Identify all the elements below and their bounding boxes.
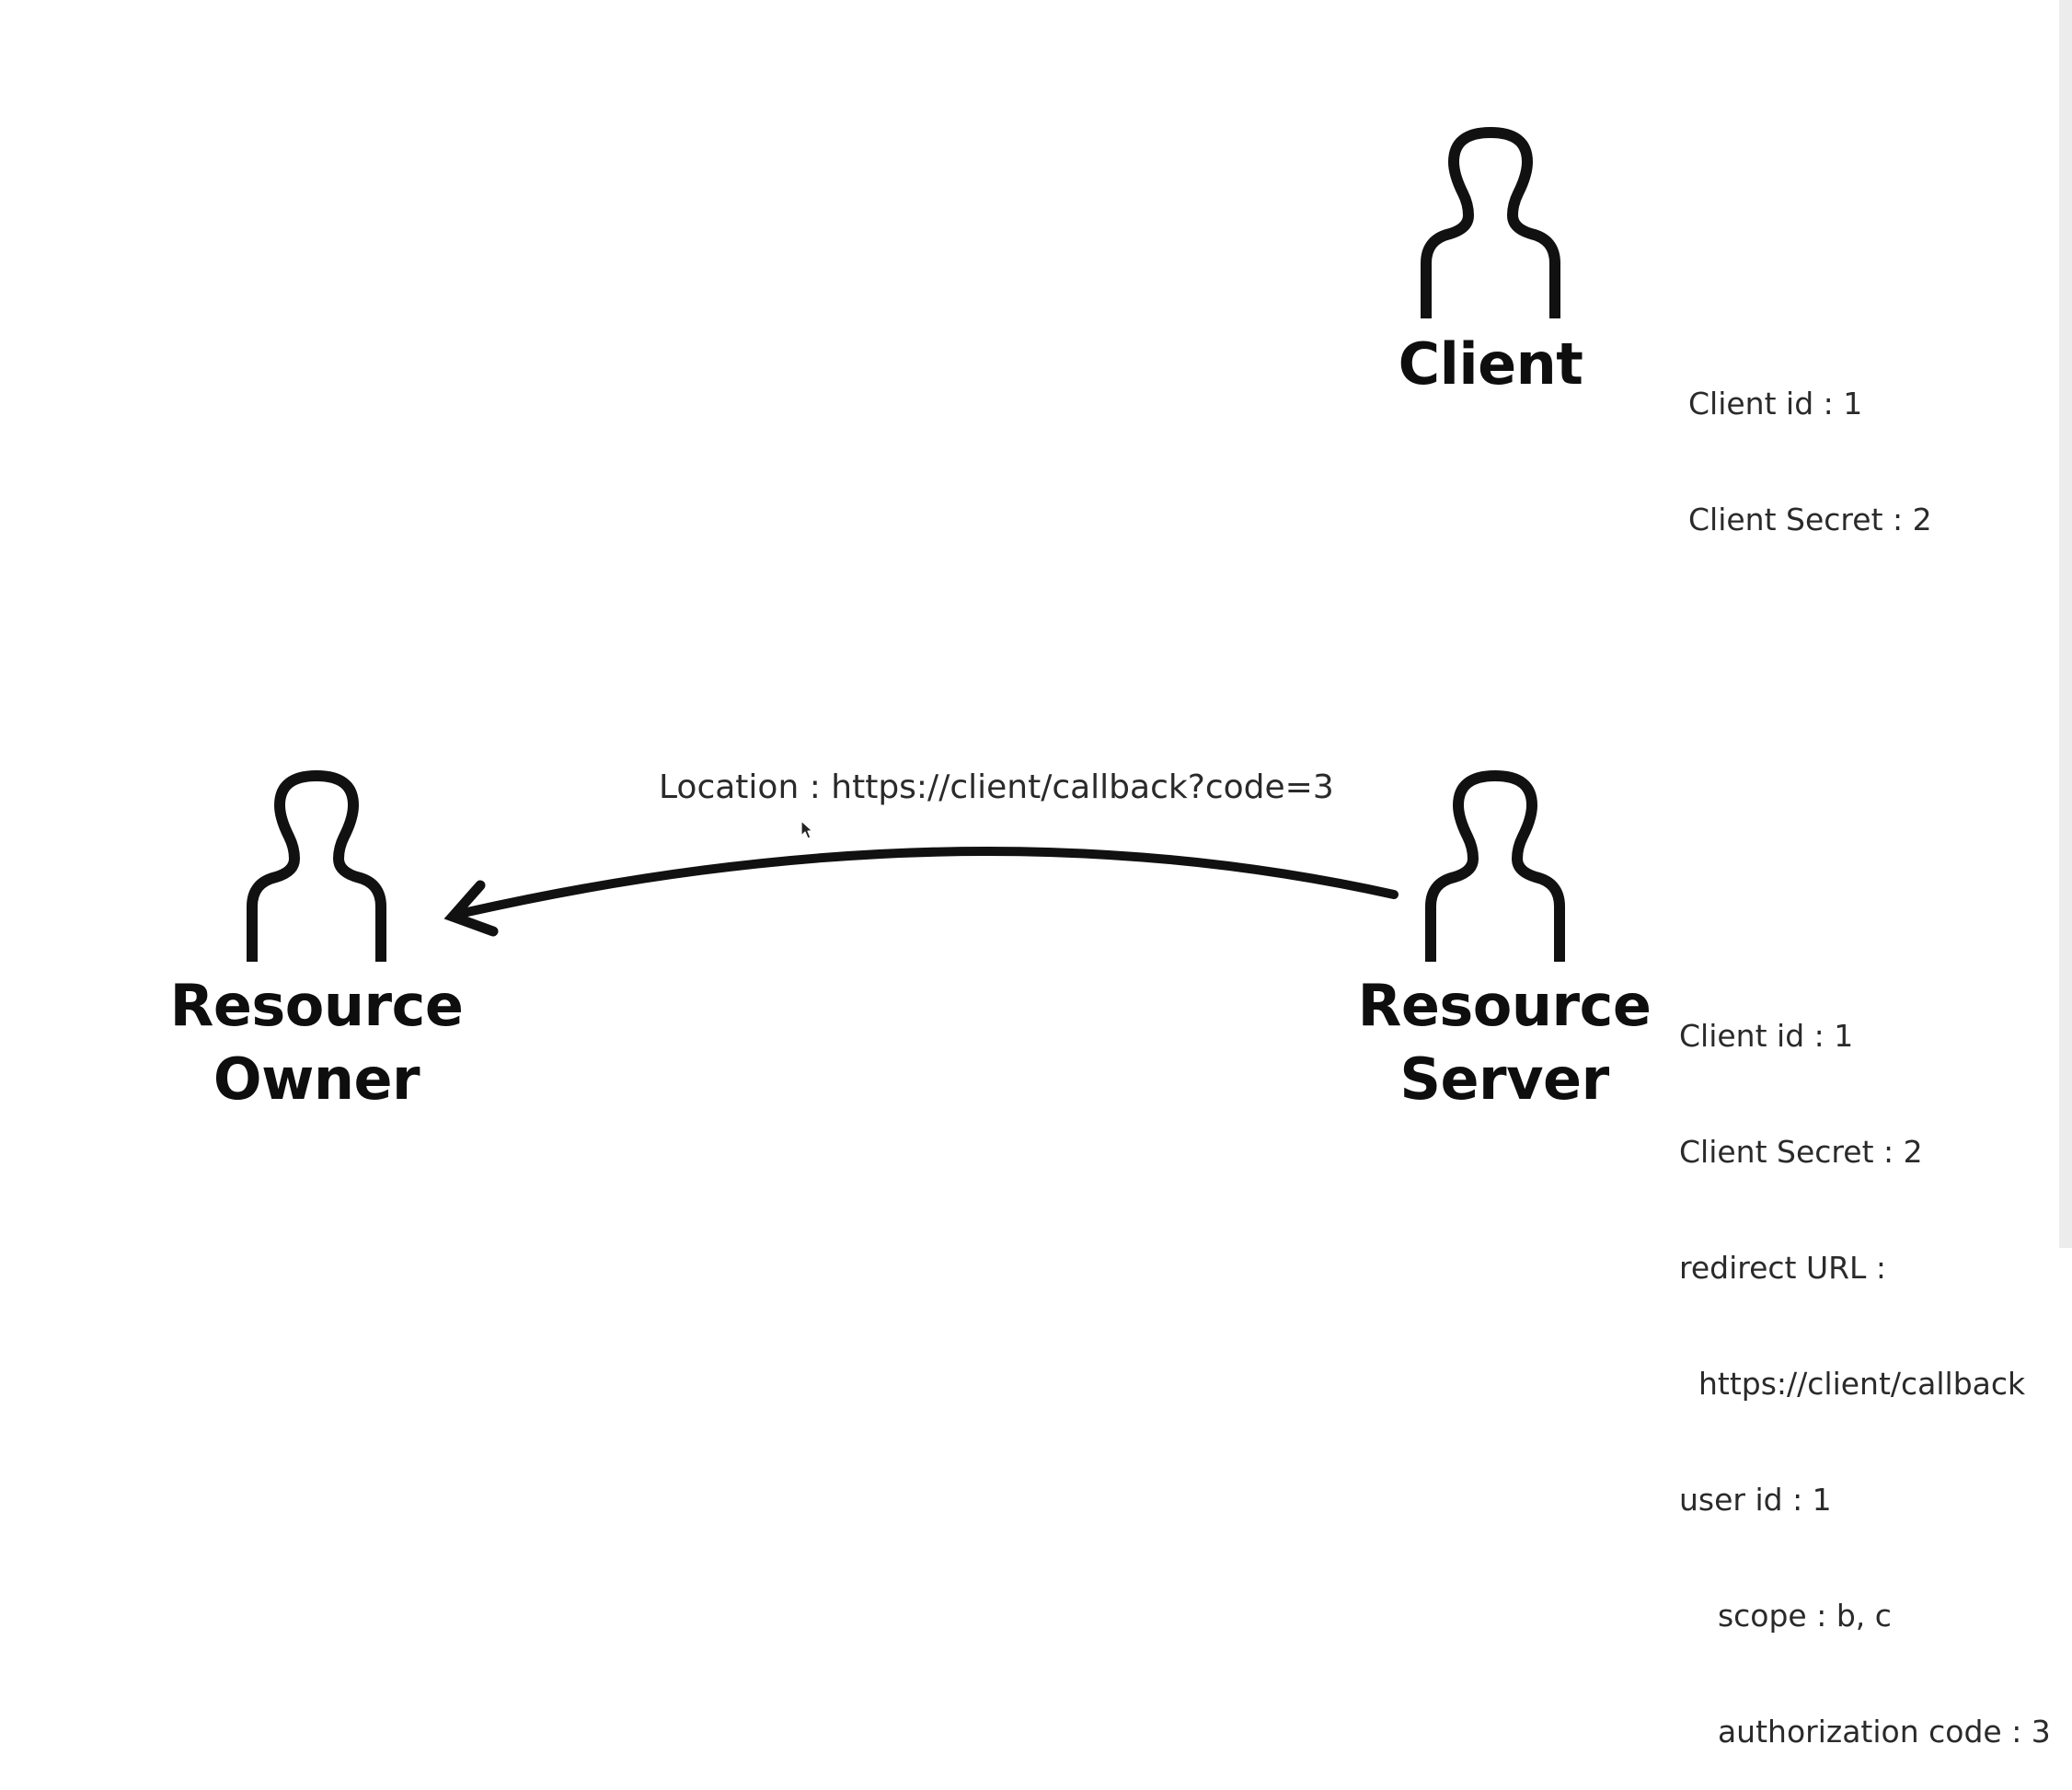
client-secret-text: Client Secret : 2 [1688,502,1932,537]
server-authorization-code-text: authorization code : 3 [1679,1714,2051,1750]
client-label: Client [1398,330,1583,398]
server-redirect-url-value: https://client/callback [1679,1366,2026,1402]
resource-server-person-icon [1425,770,1565,962]
resource-owner-label-line2: Owner [213,1045,420,1113]
client-credentials: Client id : 1 Client Secret : 2 [1688,307,1932,578]
server-user-id-text: user id : 1 [1679,1482,1832,1518]
server-scope-text: scope : b, c [1679,1598,1892,1634]
server-client-id-text: Client id : 1 [1679,1018,1854,1054]
resource-owner-label-line1: Resource [169,972,464,1039]
mouse-cursor-icon [800,820,813,839]
resource-server-label-line1: Resource [1357,972,1652,1039]
redirect-arrow-icon [443,846,1399,937]
server-client-secret-text: Client Secret : 2 [1679,1134,1923,1170]
resource-server-label: Resource Server [1348,969,1661,1116]
server-redirect-url-label: redirect URL : [1679,1250,1887,1286]
resource-server-label-line2: Server [1399,1045,1609,1113]
window-edge [2059,0,2072,1248]
resource-owner-person-icon [247,770,386,962]
resource-owner-label: Resource Owner [160,969,473,1116]
redirect-location-label: Location : https://client/callback?code=… [659,768,1334,806]
client-id-text: Client id : 1 [1688,386,1863,422]
client-person-icon [1421,127,1560,318]
